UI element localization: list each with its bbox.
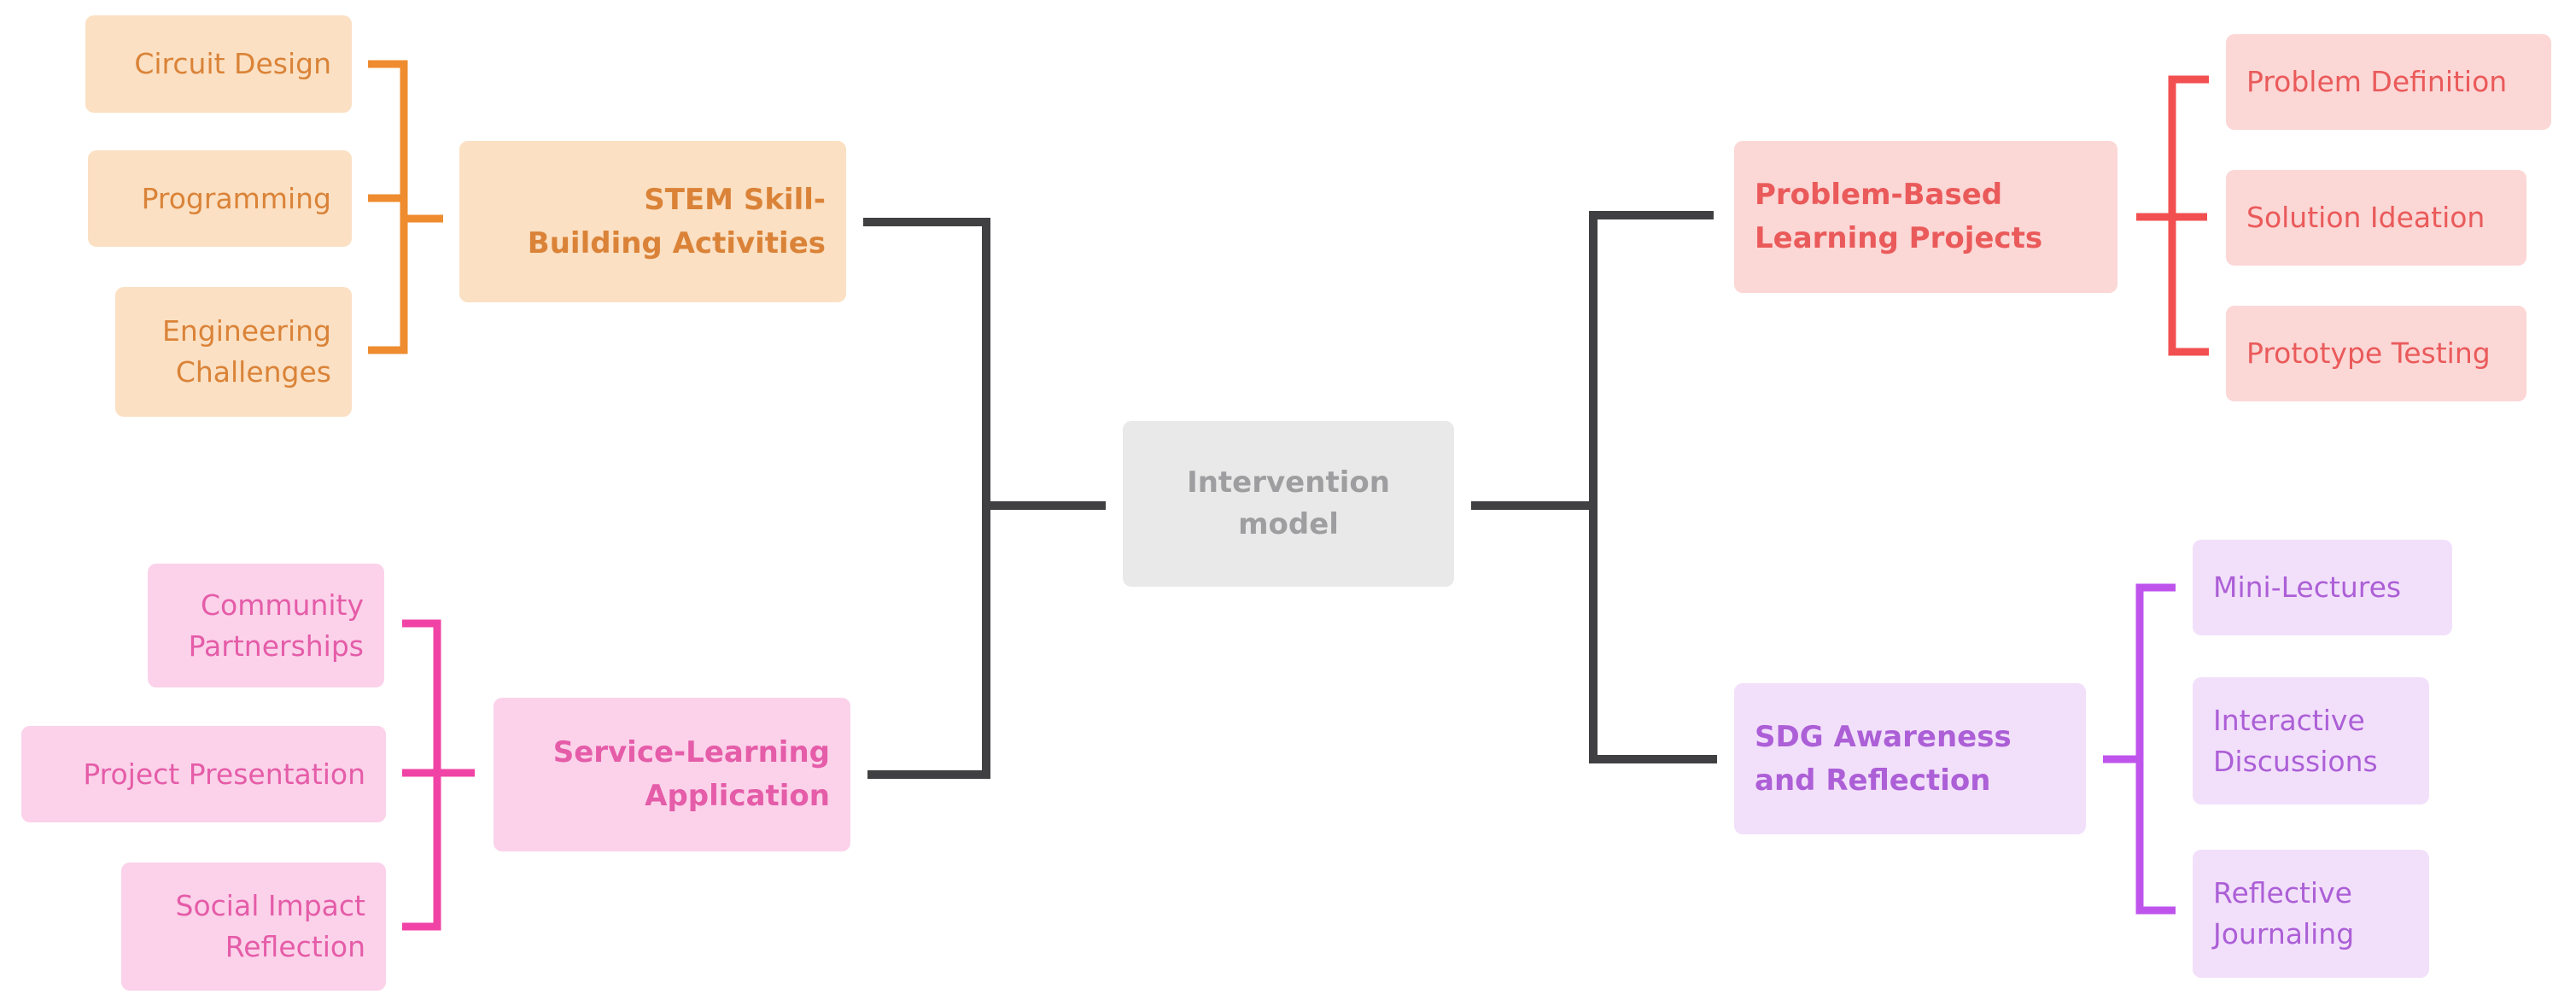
trunk-left-spine xyxy=(863,218,990,779)
node-project-presentation: Project Presentation xyxy=(21,726,386,822)
node-programming: Programming xyxy=(88,150,352,247)
node-engineering-challenges: Engineering Challenges xyxy=(115,287,352,417)
bracket-stem xyxy=(368,60,408,354)
node-prototype-testing: Prototype Testing xyxy=(2226,306,2526,401)
branch-sdg-awareness-reflection: SDG Awareness and Reflection xyxy=(1734,683,2086,834)
node-circuit-design: Circuit Design xyxy=(85,15,352,113)
trunk-right-spine xyxy=(1589,211,1717,763)
node-solution-ideation: Solution Ideation xyxy=(2226,170,2526,266)
node-social-impact-reflection: Social Impact Reflection xyxy=(121,863,386,991)
node-problem-definition: Problem Definition xyxy=(2226,34,2551,130)
node-mini-lectures: Mini-Lectures xyxy=(2193,540,2452,635)
branch-stem-skill-building: STEM Skill- Building Activities xyxy=(459,141,846,302)
branch-service-learning-application: Service-Learning Application xyxy=(494,698,850,851)
center-node-intervention-model: Intervention model xyxy=(1123,421,1454,587)
node-interactive-discussions: Interactive Discussions xyxy=(2193,677,2429,804)
node-community-partnerships: Community Partnerships xyxy=(148,564,384,687)
bracket-sdg xyxy=(2135,583,2176,915)
node-reflective-journaling: Reflective Journaling xyxy=(2193,850,2429,978)
branch-problem-based-learning: Problem-Based Learning Projects xyxy=(1734,141,2117,293)
